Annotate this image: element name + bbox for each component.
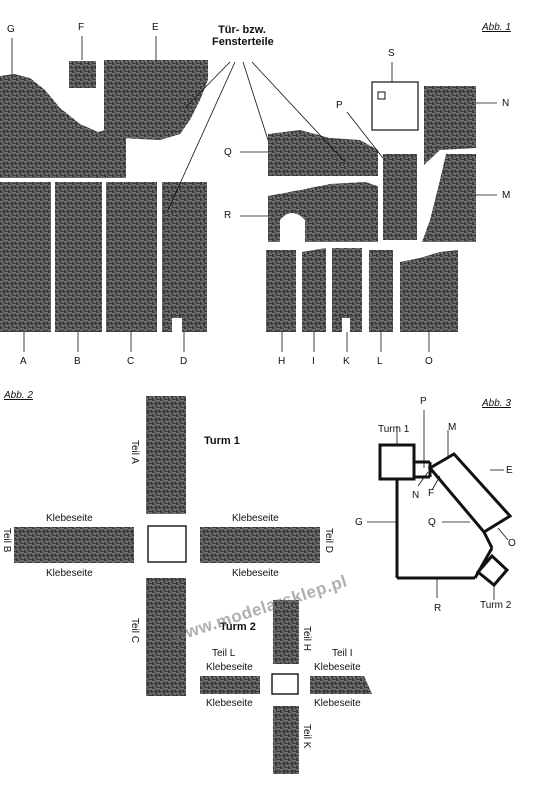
fig2-turm-2-label: Turm 2 xyxy=(220,621,256,633)
fig2-teil-k xyxy=(273,706,299,774)
fig1-leaders xyxy=(11,36,497,352)
fig2-teil-b-label: Teil B xyxy=(1,528,12,553)
piece-F xyxy=(69,61,96,88)
fig2-turm-1-label: Turm 1 xyxy=(204,435,240,447)
klebeseite-b-bottom: Klebeseite xyxy=(46,568,93,579)
fig3-turm-2-label: Turm 2 xyxy=(480,600,512,611)
label-F: F xyxy=(78,22,85,33)
piece-M xyxy=(400,250,458,332)
klebeseite-i-top: Klebeseite xyxy=(314,662,361,673)
fig2-teil-a xyxy=(146,396,186,514)
fig2-teil-c xyxy=(146,578,186,696)
piece-A xyxy=(0,182,51,332)
label-A: A xyxy=(20,356,27,367)
label-L: L xyxy=(377,356,383,367)
label-K: K xyxy=(343,356,350,367)
piece-H xyxy=(266,250,296,332)
piece-G xyxy=(0,74,126,178)
fig3-leaders xyxy=(367,410,509,600)
piece-P xyxy=(383,154,417,240)
label-Q: Q xyxy=(224,147,232,158)
piece-L xyxy=(369,250,393,332)
fig2-caption: Abb. 2 xyxy=(4,390,33,401)
piece-S xyxy=(371,81,419,131)
fig3-label-E: E xyxy=(506,465,513,476)
piece-B xyxy=(55,182,102,332)
fig3-turm-1-label: Turm 1 xyxy=(378,424,410,435)
label-I: I xyxy=(312,356,315,367)
fig3-label-O: O xyxy=(508,538,516,549)
piece-Q xyxy=(268,130,378,176)
klebeseite-d-top: Klebeseite xyxy=(232,513,279,524)
klebeseite-l-top: Klebeseite xyxy=(206,662,253,673)
fig1-callout: Tür- bzw. Fensterteile xyxy=(212,24,274,48)
fig3-label-M: M xyxy=(448,422,457,433)
klebeseite-d-bottom: Klebeseite xyxy=(232,568,279,579)
fig3-label-R: R xyxy=(434,603,442,614)
fig3-plan xyxy=(378,443,513,588)
fig1-parts xyxy=(0,60,476,332)
fig2-teil-c-label: Teil C xyxy=(129,618,140,644)
fig2-center-2 xyxy=(271,673,299,695)
fig2-teil-k-label: Teil K xyxy=(301,724,312,749)
fig2-teil-h xyxy=(273,600,299,664)
label-G: G xyxy=(7,24,15,35)
fig2-teil-l xyxy=(200,676,260,694)
label-D: D xyxy=(180,356,188,367)
fig3-wall-m-e xyxy=(427,452,513,534)
door-K xyxy=(342,318,350,332)
klebeseite-b-top: Klebeseite xyxy=(46,513,93,524)
label-B: B xyxy=(74,356,81,367)
fig3-turm-2 xyxy=(475,553,510,588)
fig3-label-P: P xyxy=(420,396,427,407)
piece-O xyxy=(424,86,476,165)
door-D xyxy=(172,318,182,332)
fig3-label-G: G xyxy=(355,517,363,528)
fig2-teil-a-label: Teil A xyxy=(129,440,140,464)
piece-D xyxy=(162,182,207,332)
fig2-parts xyxy=(14,396,372,774)
label-R: R xyxy=(224,210,232,221)
label-E: E xyxy=(152,22,159,33)
fig2-teil-d-label: Teil D xyxy=(323,528,334,554)
piece-S-window xyxy=(377,91,386,100)
piece-E xyxy=(104,60,208,140)
label-H: H xyxy=(278,356,286,367)
fig2-teil-i-label: Teil I xyxy=(332,648,353,659)
fig2-teil-b xyxy=(14,527,134,563)
piece-I xyxy=(302,248,326,332)
fig3-label-F: F xyxy=(428,488,435,499)
fig3-label-N: N xyxy=(412,490,420,501)
fig1-caption: Abb. 1 xyxy=(482,22,511,33)
label-O: N xyxy=(502,98,510,109)
fig2-teil-h-label: Teil H xyxy=(301,626,312,652)
piece-C xyxy=(106,182,157,332)
label-P: P xyxy=(336,100,343,111)
label-S: S xyxy=(388,48,395,59)
klebeseite-l-bottom: Klebeseite xyxy=(206,698,253,709)
klebeseite-i-bottom: Klebeseite xyxy=(314,698,361,709)
fig2-teil-d xyxy=(200,527,320,563)
fig3-label-Q: Q xyxy=(428,517,436,528)
fig2-teil-l-label: Teil L xyxy=(212,648,236,659)
label-C: C xyxy=(127,356,135,367)
label-N: M xyxy=(502,190,511,201)
fig3-caption: Abb. 3 xyxy=(482,398,511,409)
fig3-turm-1 xyxy=(378,443,416,481)
piece-R xyxy=(268,182,378,242)
piece-N xyxy=(422,154,476,242)
fig2-center-1 xyxy=(147,525,187,563)
label-M: O xyxy=(425,356,433,367)
fig2-teil-i xyxy=(310,676,372,694)
